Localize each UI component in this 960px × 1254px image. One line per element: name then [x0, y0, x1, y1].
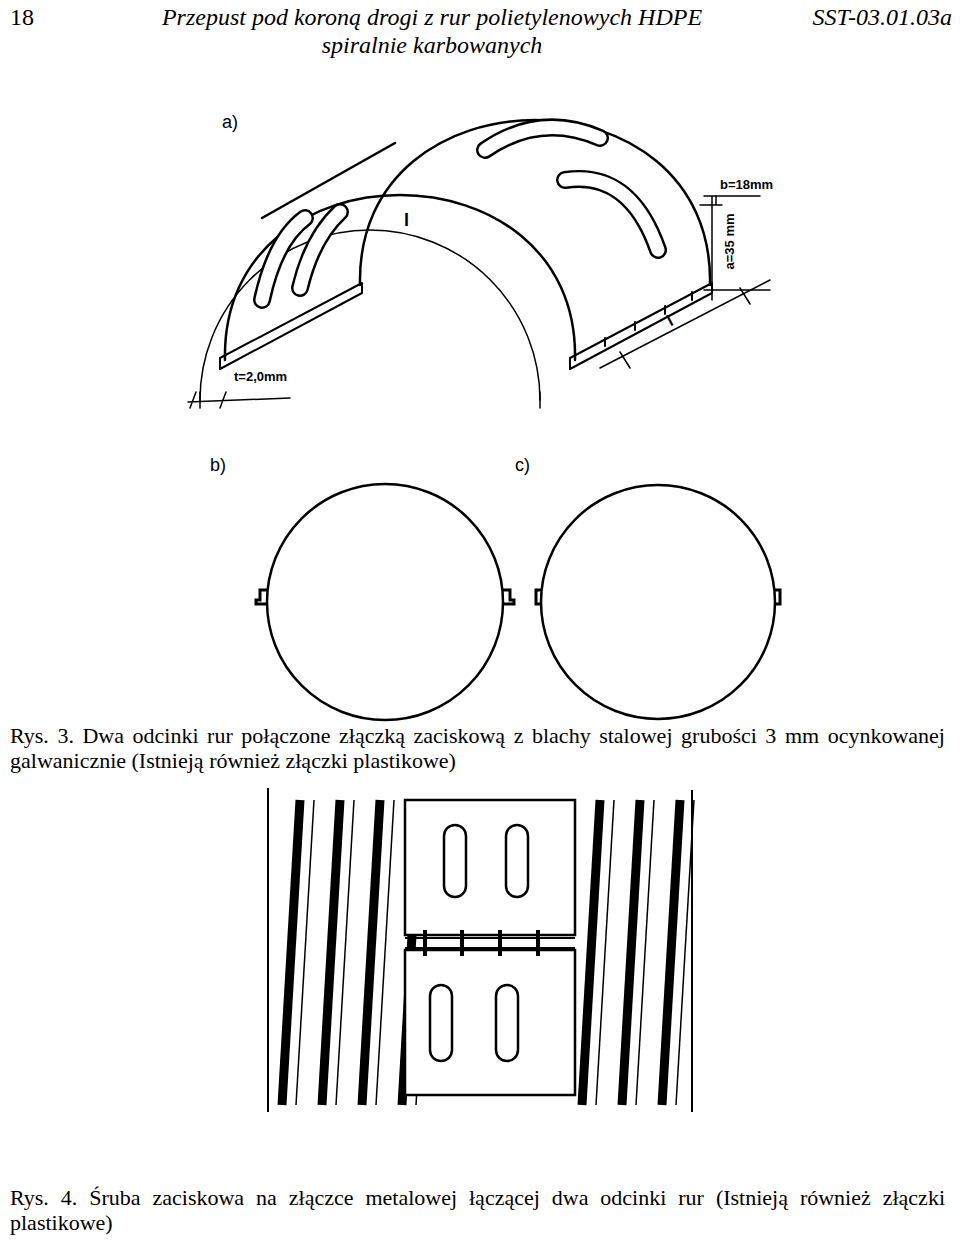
pipe-rib [662, 800, 680, 1105]
pipe-rib [622, 800, 640, 1105]
dimension-symbol: l [404, 210, 409, 231]
dimension-label: t=2,0mm [232, 370, 289, 385]
dimension-label: a=35 mm [723, 211, 738, 271]
pipe-rib [582, 800, 600, 1105]
b-dimension [700, 196, 722, 205]
pipe-rib [322, 800, 340, 1105]
back-arc [360, 120, 710, 285]
slots [262, 127, 658, 300]
figure-letter: c) [515, 455, 530, 476]
right-flange [570, 283, 712, 369]
t-dimension [188, 392, 290, 408]
arc-ends [200, 392, 540, 408]
spec-code: SST-03.01.03a [800, 4, 952, 32]
figure-letter: a) [222, 112, 238, 133]
a-dimension [704, 196, 770, 300]
pipe-rib [282, 800, 300, 1105]
pipe-joint-drawing [268, 788, 694, 1112]
bolt-ticks [605, 292, 692, 346]
page-number: 18 [10, 4, 34, 32]
half-clamp-drawing [188, 120, 770, 408]
pipe-rib [362, 800, 380, 1105]
figure-caption: Rys. 3. Dwa odcinki rur połączone złączk… [10, 723, 945, 774]
left-flange [220, 283, 362, 369]
dimension-label: b=18mm [718, 178, 775, 193]
section-views [256, 484, 780, 720]
figure-letter: b) [210, 455, 226, 476]
inner-arc [200, 230, 540, 400]
front-arc [225, 195, 575, 360]
silhouette-line [262, 143, 395, 218]
figure-caption: Rys. 4. Śruba zaciskowa na złączce metal… [10, 1185, 945, 1236]
running-header: Przepust pod koroną drogi z rur polietyl… [132, 4, 732, 59]
l-dimension [600, 280, 770, 368]
